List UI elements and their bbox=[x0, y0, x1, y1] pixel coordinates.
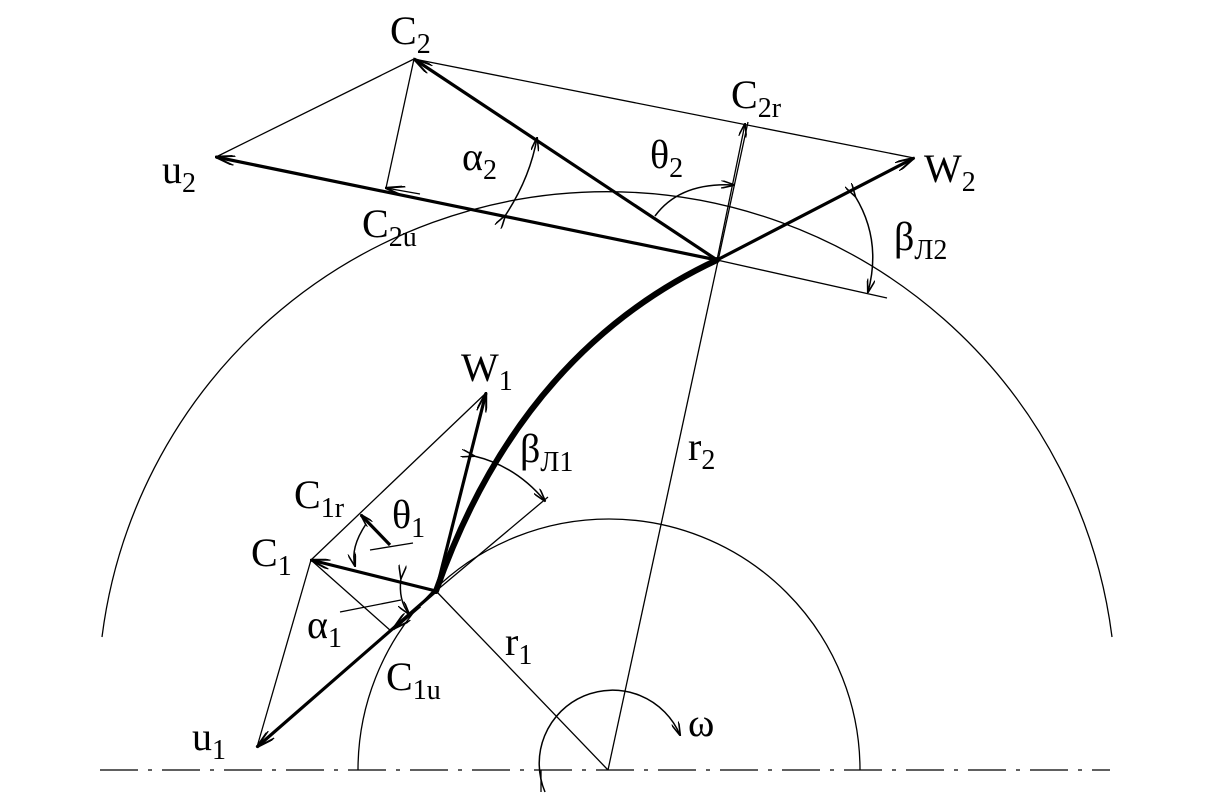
inner-circle bbox=[357, 518, 861, 771]
label-c2r: C2r bbox=[731, 72, 782, 124]
outlet-tangent bbox=[716, 259, 888, 299]
theta2-arc bbox=[654, 185, 734, 217]
outer-circle bbox=[101, 191, 1113, 638]
c2u-arrow bbox=[386, 188, 421, 194]
beta-l1-arc bbox=[474, 456, 545, 501]
alpha1-arc bbox=[400, 578, 409, 614]
radius-r1-line bbox=[435, 590, 609, 771]
label-omega: ω bbox=[688, 700, 714, 745]
label-alpha1: α1 bbox=[307, 602, 342, 654]
label-c1: C1 bbox=[251, 530, 292, 582]
c1r-arrow bbox=[361, 515, 392, 547]
c1-vector bbox=[311, 558, 437, 593]
label-u2: u2 bbox=[162, 147, 196, 199]
theta1-arc bbox=[354, 523, 367, 566]
c2r-vector bbox=[716, 124, 745, 261]
label-r1: r1 bbox=[505, 619, 532, 671]
rotation-arc bbox=[538, 689, 680, 793]
inlet-line-c1-w1 bbox=[310, 392, 487, 561]
label-r2: r2 bbox=[688, 424, 715, 476]
label-u1: u1 bbox=[192, 714, 226, 766]
label-c2: C2 bbox=[390, 8, 431, 60]
theta1-leader bbox=[369, 542, 414, 551]
label-c2u: C2u bbox=[362, 201, 417, 253]
inlet-tangent bbox=[435, 496, 549, 592]
alpha2-arc bbox=[505, 138, 537, 216]
beta-l2-arc bbox=[855, 196, 873, 292]
label-w1: W1 bbox=[461, 345, 513, 397]
impeller-blade bbox=[433, 257, 720, 594]
outlet-line-c2-u2 bbox=[215, 58, 415, 158]
inlet-line-c1-u1 bbox=[256, 559, 312, 748]
c1u-arrow bbox=[393, 604, 422, 629]
label-alpha2: α2 bbox=[462, 134, 497, 186]
label-c1u: C1u bbox=[386, 654, 441, 706]
radius-r2-line bbox=[607, 121, 749, 771]
outlet-line-c2-c2u bbox=[385, 58, 415, 189]
label-beta-l1: βЛ1 bbox=[520, 426, 573, 478]
label-theta2: θ2 bbox=[650, 132, 683, 184]
outlet-line-c2-w2 bbox=[413, 58, 915, 159]
label-beta-l2: βЛ2 bbox=[894, 214, 947, 266]
label-theta1: θ1 bbox=[392, 492, 425, 544]
label-w2: W2 bbox=[924, 146, 976, 198]
inlet-line-c1-c1u bbox=[310, 559, 392, 632]
w2-vector bbox=[716, 158, 914, 262]
label-c1r: C1r bbox=[294, 472, 345, 524]
alpha1-leader bbox=[339, 599, 402, 613]
u2-vector bbox=[216, 157, 718, 262]
c2-vector bbox=[414, 59, 718, 262]
